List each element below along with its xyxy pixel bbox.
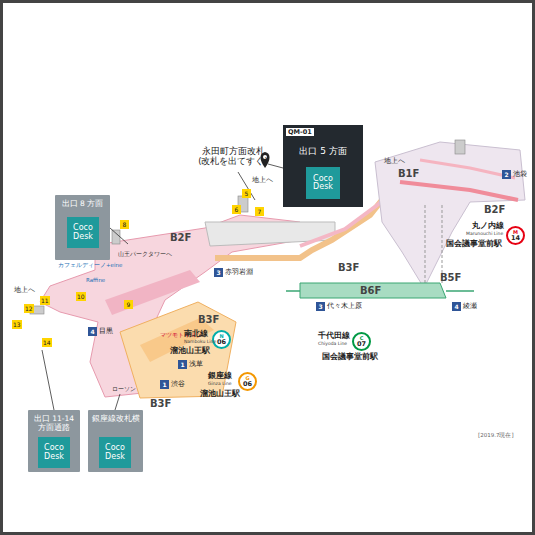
floor-label: B3F	[338, 262, 359, 273]
leader-line	[110, 228, 128, 244]
line-roundel: M14	[506, 226, 525, 245]
location-box: 出口 11-14 方面通路 Coco Desk	[28, 410, 80, 472]
platform-number: 2	[502, 170, 511, 179]
station-number: 06	[243, 381, 252, 388]
callout-text: 永田町方面改札 (改札を出てすぐ)	[192, 146, 274, 166]
marunouchi-platform	[400, 182, 518, 200]
exit-number: 12	[24, 304, 34, 313]
floor-label: B1F	[398, 168, 419, 179]
line-roundel: C07	[352, 332, 371, 351]
direction-name: 池袋	[513, 170, 527, 179]
shop-name: カフェルディーノ+eine	[58, 262, 122, 269]
direction-name: 渋谷	[171, 380, 185, 389]
direction-name: 赤羽岩淵	[225, 268, 253, 277]
exit-number: 7	[255, 207, 264, 216]
shop-name: 山王パークタワーへ	[118, 251, 172, 258]
kokkai-building	[375, 142, 525, 288]
location-text: 銀座線改札横	[88, 410, 143, 423]
booth-id-tag: QM-01	[286, 128, 314, 136]
shaft-line	[425, 205, 426, 284]
exit-number: 5	[242, 189, 251, 198]
floor-label: B5F	[440, 272, 461, 283]
leader-line	[268, 164, 283, 168]
exit-number: 6	[232, 205, 241, 214]
line-name: Namboku Line	[184, 339, 216, 344]
exit-number: 8	[120, 220, 129, 229]
cocodesk-box: Coco Desk	[306, 167, 340, 199]
station-name: 千代田線	[318, 331, 350, 341]
exit-number: 13	[12, 320, 22, 329]
exit-direction: 地上へ	[384, 157, 405, 166]
platform-number: 4	[88, 327, 97, 336]
line-roundel: G06	[238, 372, 257, 391]
station-number: 07	[357, 341, 366, 348]
station-name: 銀座線	[208, 371, 232, 381]
direction-name: 代々木上原	[327, 302, 362, 311]
cocodesk-text: Coco Desk	[99, 444, 131, 461]
stairs	[455, 140, 465, 154]
station-name: 国会議事堂前駅	[446, 239, 502, 249]
exit-number: 11	[40, 296, 50, 305]
floor-label: B3F	[150, 398, 171, 409]
track-arrow	[446, 290, 474, 292]
station-number: 06	[217, 339, 226, 346]
line-name: Chiyoda Line	[318, 341, 347, 346]
direction-name: 目黒	[99, 327, 113, 336]
exit-direction: 地上へ	[252, 176, 273, 185]
station-name: 南北線	[184, 329, 208, 339]
booth-text: 出口 5 方面	[283, 146, 363, 157]
shop-name: ローソン	[112, 386, 136, 393]
cocodesk-text: Coco Desk	[306, 175, 340, 192]
namboku-platform	[105, 270, 200, 315]
location-text: 出口 8 方面	[55, 195, 110, 208]
b2f-corridor	[205, 222, 335, 246]
floor-label: B6F	[360, 285, 381, 296]
exit-direction: 地上へ	[14, 286, 35, 295]
exit-number: 9	[124, 300, 133, 309]
platform-number: 4	[452, 302, 461, 311]
cocodesk-text: Coco Desk	[38, 444, 70, 461]
date-note: [2019.7現在]	[478, 432, 514, 439]
track-arrow	[286, 290, 300, 292]
cocodesk-box: Coco Desk	[38, 437, 70, 468]
ginza-platform-area	[120, 302, 236, 398]
floor-label: B3F	[198, 314, 219, 325]
b1f-corridor	[420, 160, 515, 178]
platform-number: 3	[214, 268, 223, 277]
line-name: Marunouchi Line	[466, 231, 503, 236]
direction-name: 浅草	[189, 360, 203, 369]
station-name: 溜池山王駅	[170, 346, 210, 356]
location-text: 出口 11-14 方面通路	[28, 410, 80, 432]
location-box: 出口 8 方面 Coco Desk	[55, 195, 110, 260]
floor-label: B2F	[170, 232, 191, 243]
exit-number: 14	[42, 338, 52, 347]
shop-name: Raffine	[86, 277, 105, 283]
location-box: 銀座線改札横 Coco Desk	[88, 410, 143, 472]
exit-number: 10	[76, 292, 86, 301]
floor-label: B2F	[484, 204, 505, 215]
station-number: 14	[511, 235, 520, 242]
leader-line	[115, 394, 120, 410]
cocodesk-text: Coco Desk	[67, 224, 99, 241]
platform-number: 1	[178, 360, 187, 369]
platform-number: 1	[160, 380, 169, 389]
chiyoda-platform	[300, 283, 446, 298]
direction-name: 綾瀬	[463, 302, 477, 311]
stairs	[112, 230, 120, 244]
leader-line	[42, 350, 54, 410]
station-name: 丸ノ内線	[472, 221, 504, 231]
booth-box: QM-01 出口 5 方面 Coco Desk	[283, 125, 363, 207]
cocodesk-box: Coco Desk	[99, 437, 131, 468]
station-name: 国会議事堂前駅	[322, 352, 378, 362]
line-name: Ginza Line	[208, 381, 232, 386]
cocodesk-box: Coco Desk	[67, 217, 99, 248]
station-name: 溜池山王駅	[200, 389, 240, 399]
platform-number: 3	[316, 302, 325, 311]
